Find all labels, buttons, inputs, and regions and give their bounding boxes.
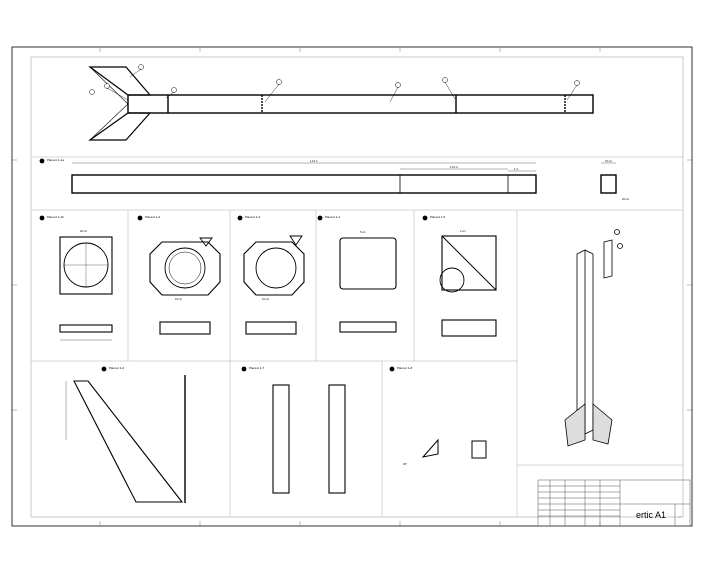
balloon-leaders <box>106 68 578 103</box>
dim-depth: 20 cm <box>622 197 629 201</box>
detail-label-5: Placa A 1-4 <box>325 215 341 219</box>
dim-p3: 15 cm <box>175 297 182 301</box>
dim-angle: 45° <box>403 462 407 466</box>
drawing-title: ertic A1 <box>636 510 666 520</box>
detail-panel-8: Placa A 1-7 <box>241 366 346 494</box>
detail-panel-9: Placa A 1-8 45° <box>389 366 487 466</box>
view-grid <box>31 156 683 517</box>
detail-label-9: Placa A 1-8 <box>397 366 413 370</box>
dim-width: 15 cm <box>605 159 612 163</box>
sheet-mark: ✓ <box>679 516 681 519</box>
assembly-balloons <box>89 64 580 95</box>
bar-end-view <box>600 174 617 194</box>
detail-panel-5: Placa A 1-4 5 cm <box>317 215 397 333</box>
inner-border <box>30 56 684 518</box>
detail-panel-4: Placa A 1-3 10 cm <box>237 215 305 335</box>
detail-panel-3: Placa A 1-2 15 cm <box>137 215 221 335</box>
dim-p4: 10 cm <box>262 297 269 301</box>
bar-elevation-view: Placa A 1-1a 1,10 m 1,51 m 1 m 15 cm 20 … <box>39 158 629 201</box>
dim-p6: 2 cm <box>460 229 466 233</box>
detail-panel-6: Placa A 1-5 2 cm <box>422 215 497 337</box>
detail-label-2: Placa A 1-1b <box>47 215 64 219</box>
detail-label-8: Placa A 1-7 <box>249 366 265 370</box>
isometric-view <box>564 229 623 447</box>
outer-border <box>11 46 693 527</box>
detail-panel-7: Placa A 1-6 <box>65 366 186 503</box>
dim-overall: 1,10 m <box>310 159 318 163</box>
detail-label-4: Placa A 1-3 <box>245 215 261 219</box>
detail-panel-2: Placa A 1-1b 20 cm <box>39 215 113 341</box>
dim-seg-a: 1,51 m <box>450 165 458 169</box>
dim-seg-b: 1 m <box>514 167 518 171</box>
dim-p2-width: 20 cm <box>80 229 87 233</box>
border-ticks <box>12 47 692 526</box>
detail-label-1: Placa A 1-1a <box>47 158 64 162</box>
detail-label-3: Placa A 1-2 <box>145 215 161 219</box>
dim-p5: 5 cm <box>360 230 366 234</box>
assembly-top-view <box>88 66 594 141</box>
detail-label-6: Placa A 1-5 <box>430 215 446 219</box>
detail-label-7: Placa A 1-6 <box>109 366 125 370</box>
title-block <box>537 479 691 527</box>
